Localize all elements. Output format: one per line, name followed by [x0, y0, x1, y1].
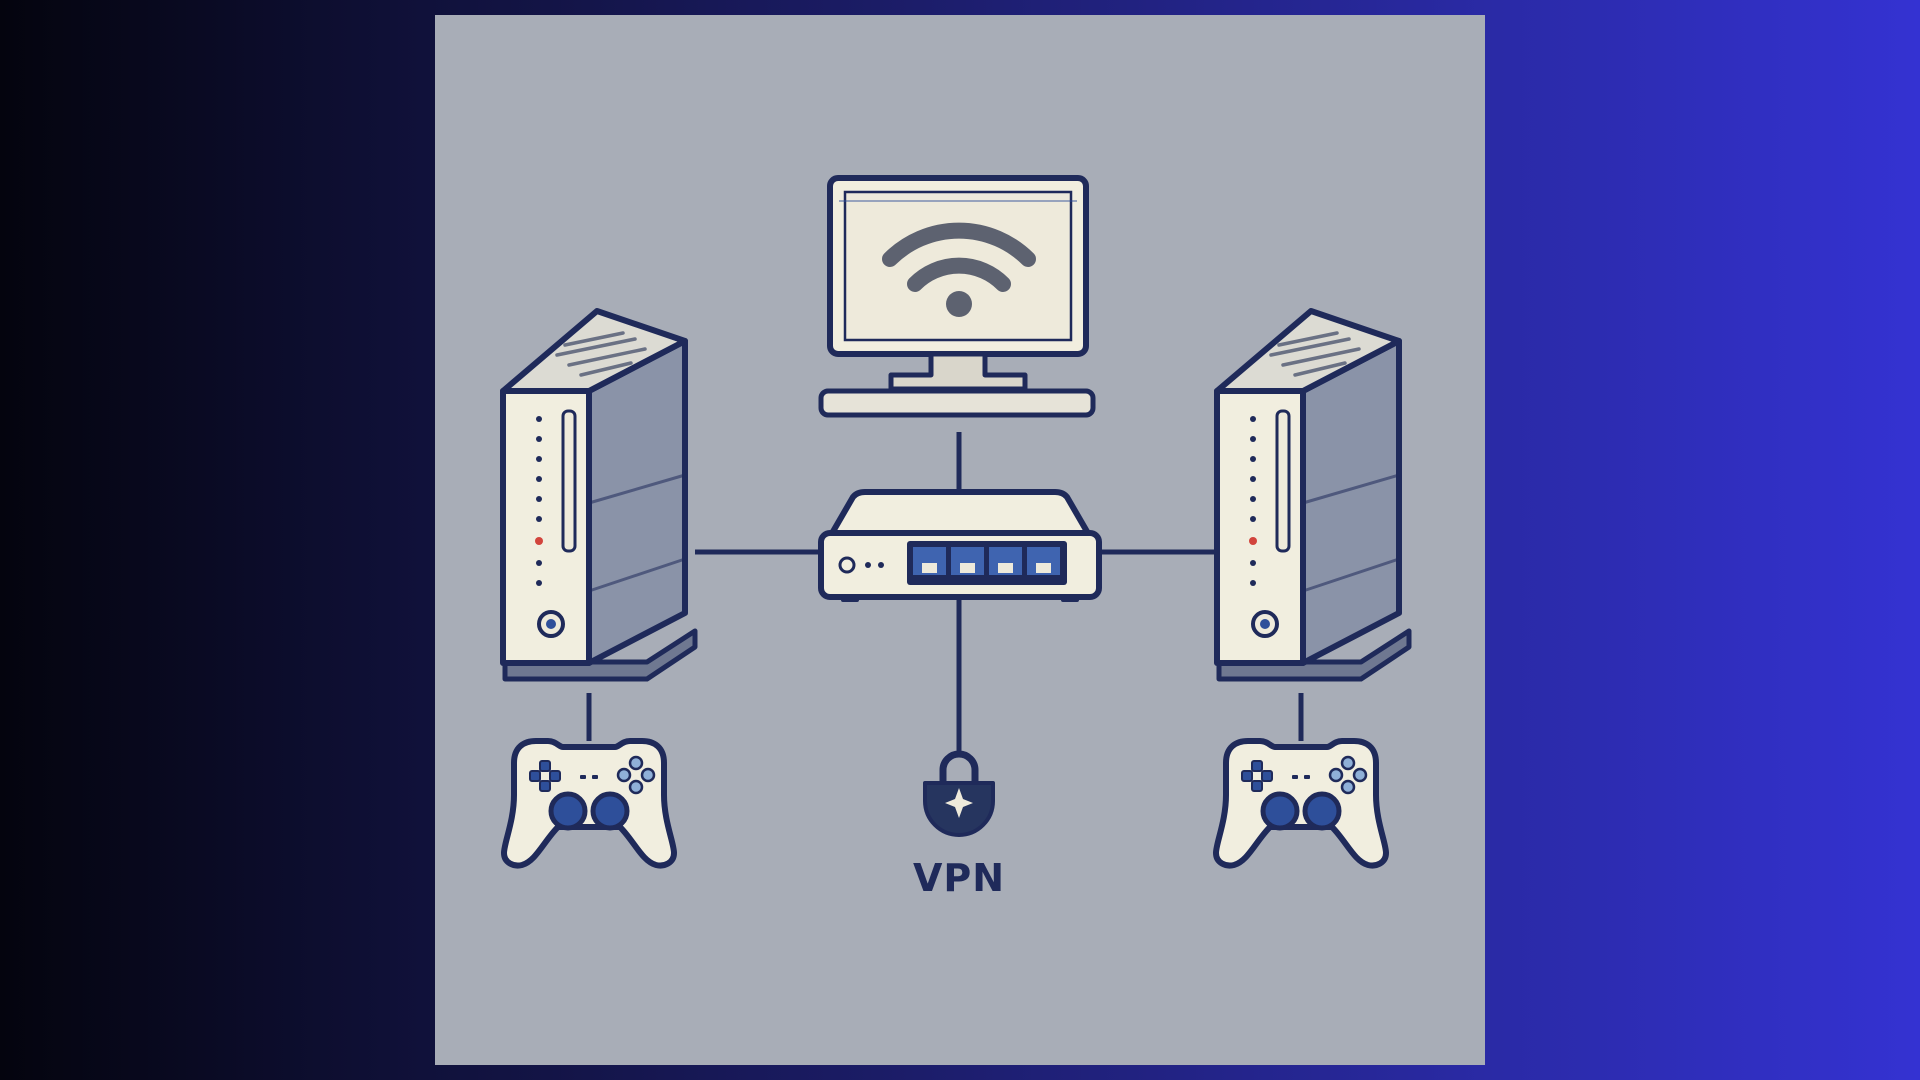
right-console-icon — [1214, 308, 1412, 682]
right-gamepad-icon — [1216, 741, 1386, 866]
lock-icon — [923, 750, 995, 837]
network-diagram: VPN — [500, 175, 1412, 900]
wifi-icon — [882, 222, 1036, 317]
left-gamepad-icon — [504, 741, 674, 866]
router-icon — [818, 489, 1102, 602]
diagram-panel: VPN — [435, 15, 1485, 1065]
vpn-label: VPN — [913, 856, 1005, 900]
left-console-icon — [500, 308, 698, 682]
connection-lines — [586, 432, 1304, 753]
router-ports — [907, 541, 1067, 585]
